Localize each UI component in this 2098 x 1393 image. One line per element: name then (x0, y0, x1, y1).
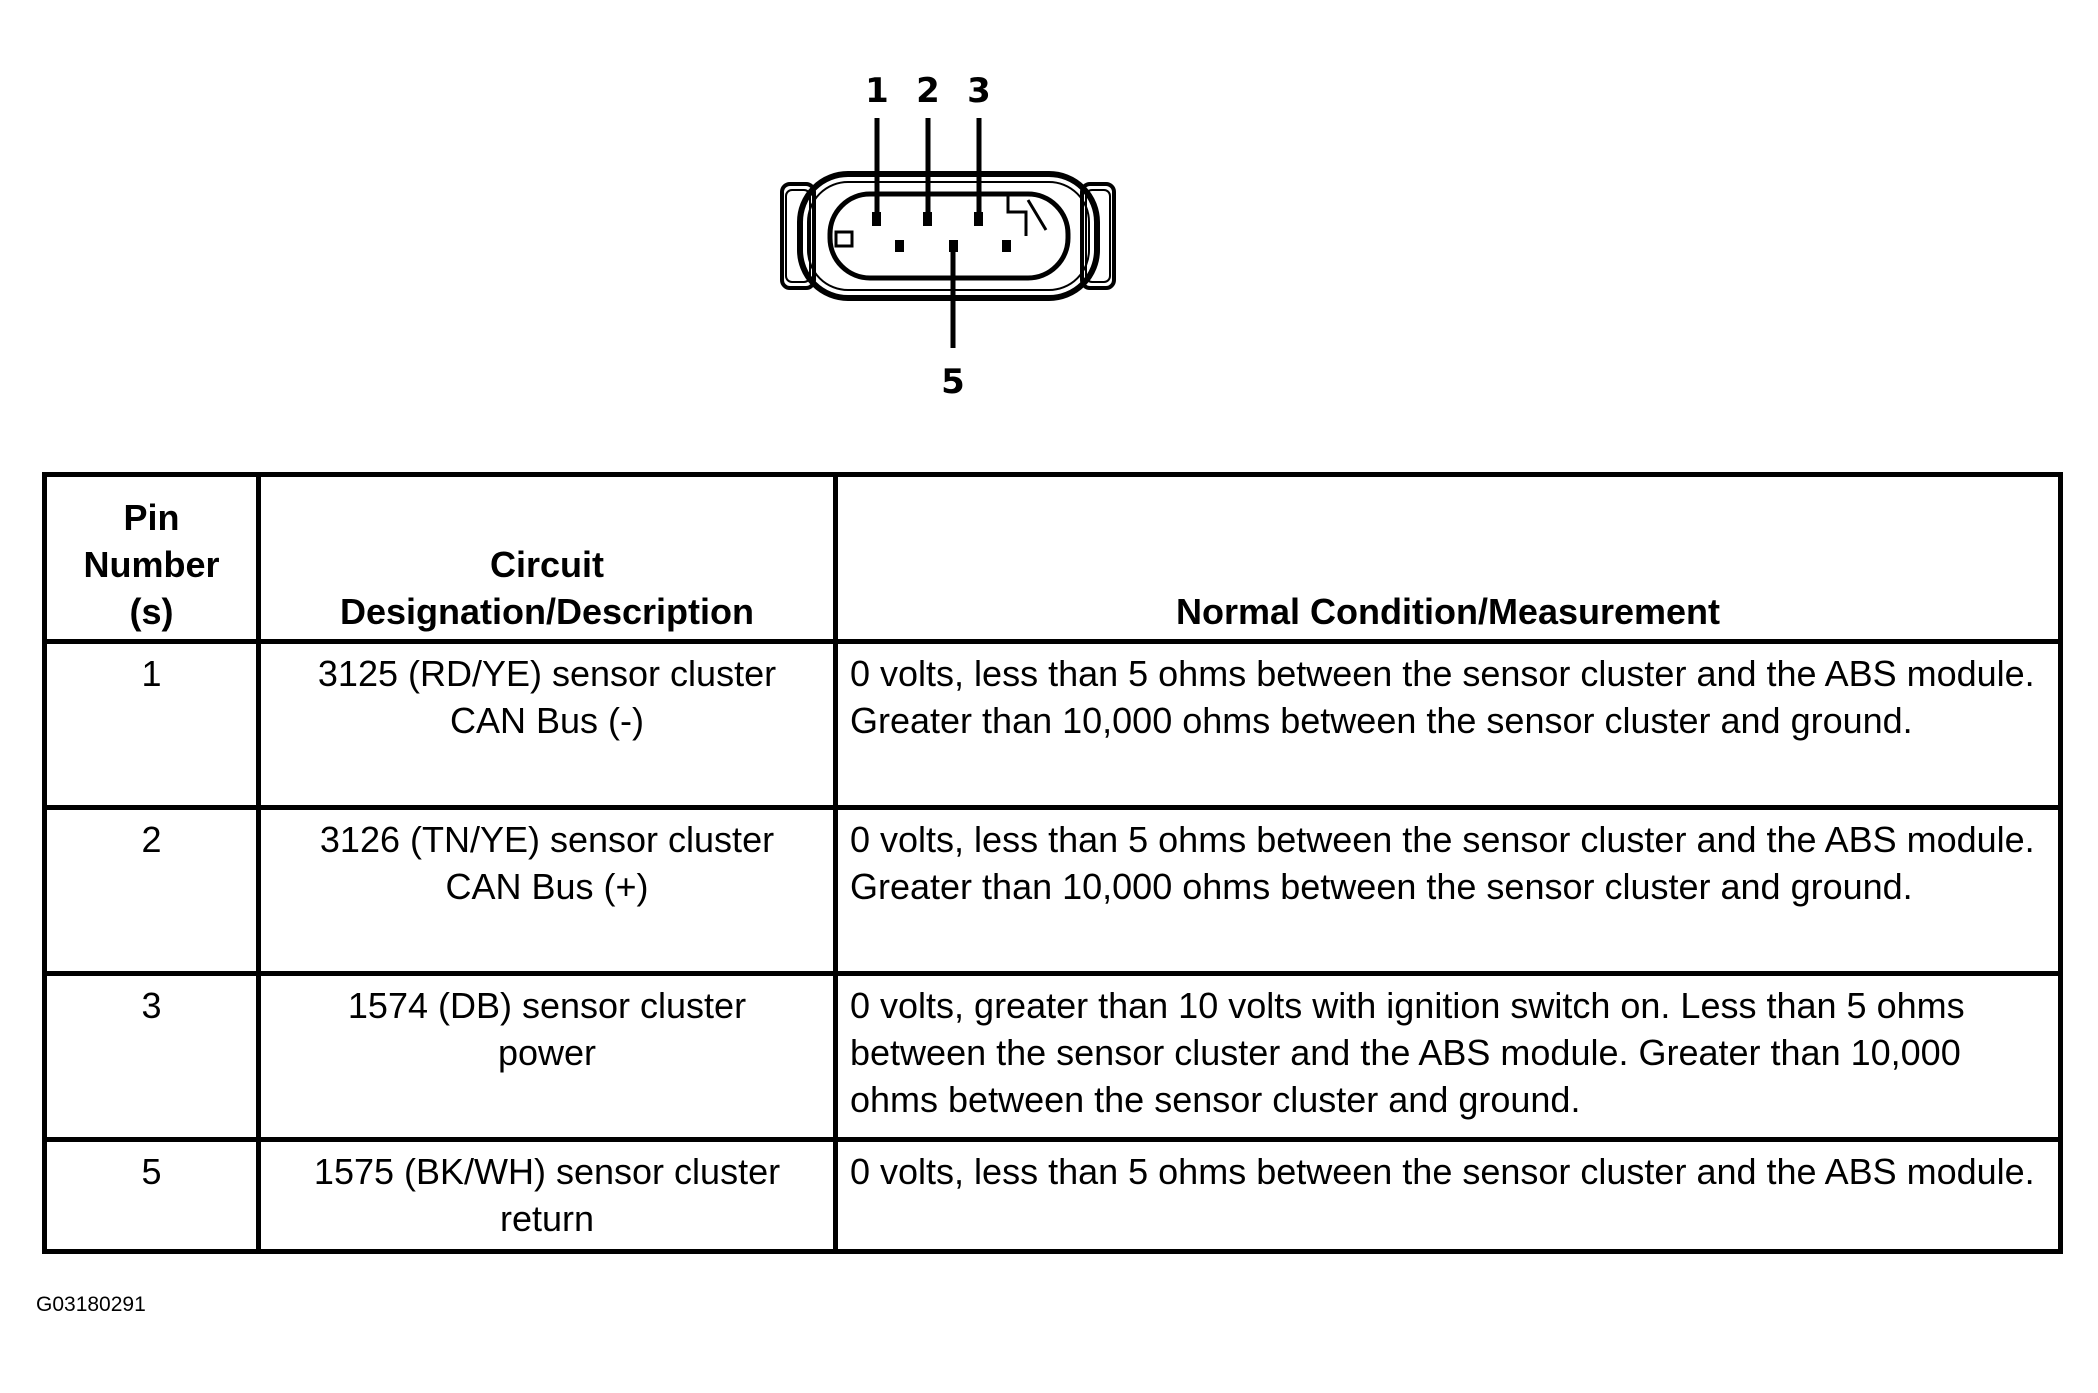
circuit-line: 3126 (TN/YE) sensor cluster (319, 819, 775, 860)
pin-number-cell: 3 (42, 971, 261, 1142)
circuit-line: power (497, 1032, 597, 1073)
condition-cell: 0 volts, greater than 10 volts with igni… (833, 971, 2063, 1142)
condition-cell: 0 volts, less than 5 ohms between the se… (833, 805, 2063, 976)
circuit-line: 1574 (DB) sensor cluster (347, 985, 747, 1026)
circuit-line: CAN Bus (-) (449, 700, 644, 741)
circuit-cell: 1575 (BK/WH) sensor cluster return (256, 1137, 838, 1254)
pin-terminals (872, 212, 1011, 252)
pin-label-3: 3 (967, 71, 991, 111)
circuit-line: return (499, 1198, 595, 1239)
header-condition: Normal Condition/Measurement (833, 472, 2063, 644)
circuit-line: 3125 (RD/YE) sensor cluster (317, 653, 777, 694)
table-row: 3 1574 (DB) sensor cluster power 0 volts… (42, 971, 2063, 1142)
header-circuit-line: Designation/Description (339, 591, 755, 632)
table-header-row: Pin Number (s) Circuit Designation/Descr… (42, 472, 2063, 644)
pin-description-table: Pin Number (s) Circuit Designation/Descr… (42, 472, 2063, 1254)
condition-cell: 0 volts, less than 5 ohms between the se… (833, 1137, 2063, 1254)
circuit-cell: 3126 (TN/YE) sensor cluster CAN Bus (+) (256, 805, 838, 976)
pin-number-cell: 5 (42, 1137, 261, 1254)
connector-housing (780, 171, 1116, 301)
pin-label-5: 5 (941, 362, 965, 402)
connector-diagram: 1 2 3 5 (780, 71, 1116, 402)
table-row: 2 3126 (TN/YE) sensor cluster CAN Bus (+… (42, 805, 2063, 976)
circuit-cell: 1574 (DB) sensor cluster power (256, 971, 838, 1142)
table-row: 5 1575 (BK/WH) sensor cluster return 0 v… (42, 1137, 2063, 1254)
header-pin-number: Pin Number (s) (42, 472, 261, 644)
figure-id: G03180291 (36, 1293, 146, 1316)
header-pin-line: Pin (123, 497, 180, 538)
pin-number-cell: 2 (42, 805, 261, 976)
pin-label-2: 2 (916, 71, 940, 111)
header-circuit-line: Circuit (489, 544, 604, 585)
pin-label-1: 1 (865, 71, 889, 111)
header-pin-line: Number (83, 544, 220, 585)
circuit-line: 1575 (BK/WH) sensor cluster (313, 1151, 781, 1192)
leader-lines (874, 118, 982, 348)
table-row: 1 3125 (RD/YE) sensor cluster CAN Bus (-… (42, 639, 2063, 810)
circuit-cell: 3125 (RD/YE) sensor cluster CAN Bus (-) (256, 639, 838, 810)
circuit-line: CAN Bus (+) (445, 866, 649, 907)
header-pin-line: (s) (129, 591, 174, 632)
header-circuit: Circuit Designation/Description (256, 472, 838, 644)
condition-cell: 0 volts, less than 5 ohms between the se… (833, 639, 2063, 810)
pin-number-cell: 1 (42, 639, 261, 810)
